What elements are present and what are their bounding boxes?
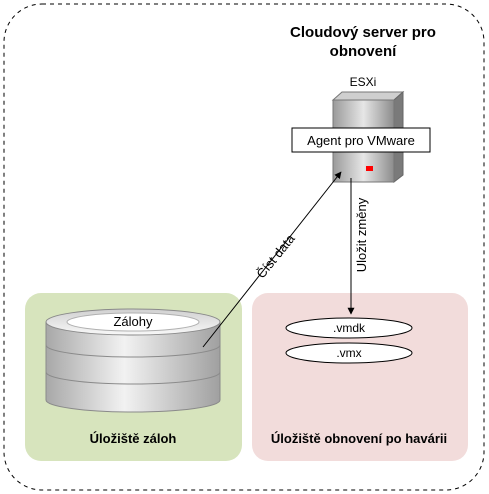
recovery-storage-label: Úložiště obnovení po havárii — [271, 431, 447, 446]
vmdk-file-label: .vmdk — [333, 321, 366, 335]
agent-label: Agent pro VMware — [307, 133, 415, 148]
cloud-server-boundary — [3, 3, 485, 491]
cloud-title-line2: obnovení — [330, 43, 397, 60]
server-red-indicator-icon — [366, 166, 373, 171]
backups-disk-icon — [45, 308, 221, 413]
agent-box — [291, 127, 431, 153]
read-data-label: Číst data — [253, 231, 298, 281]
esxi-label: ESXi — [350, 75, 377, 89]
vmx-file-oval — [285, 342, 413, 364]
backup-storage-label: Úložiště záloh — [90, 431, 177, 446]
backups-disk-label: Zálohy — [113, 314, 153, 329]
cloud-title-line1: Cloudový server pro — [290, 24, 436, 41]
vmx-file-label: .vmx — [336, 346, 361, 360]
vmdk-file-oval — [285, 317, 413, 339]
save-changes-label: Uložit změny — [354, 197, 369, 272]
read-data-arrow — [202, 171, 342, 348]
